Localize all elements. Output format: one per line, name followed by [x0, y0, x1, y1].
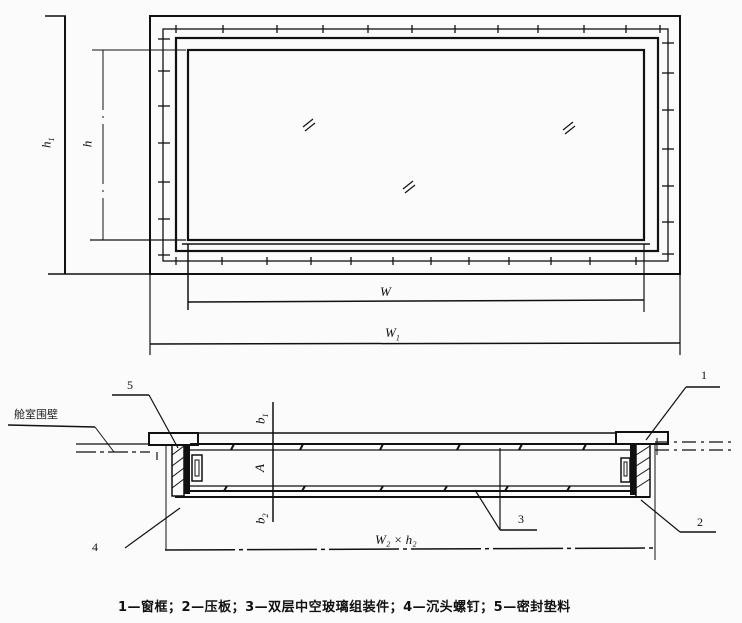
- callout-3: 3: [518, 512, 524, 526]
- callout-4: 4: [92, 540, 98, 554]
- dim-label-A: A: [252, 464, 268, 472]
- dim-label-W1: W1: [385, 325, 400, 343]
- dim-label-W: W: [380, 284, 391, 300]
- bulkhead-label: 舱室围壁: [14, 408, 58, 421]
- dim-label-b1: b1: [252, 414, 270, 425]
- dim-W1-sub: 1: [395, 333, 400, 343]
- dim-h1-letter: h: [38, 141, 54, 149]
- figure-caption: 1—窗框；2—压板；3—双层中空玻璃组装件；4—沉头螺钉；5—密封垫料: [118, 600, 571, 615]
- dim-h-letter: h: [79, 140, 95, 148]
- callout-5: 5: [127, 378, 133, 392]
- dim-h1-sub: 1: [47, 137, 57, 142]
- dim-label-h1: h1: [38, 138, 56, 149]
- dim-W1-letter: W: [385, 325, 396, 340]
- dim-b2-sub: 2: [261, 513, 271, 518]
- dim-b1-letter: b: [252, 417, 268, 425]
- dim-b1-sub: 1: [261, 413, 271, 418]
- dim-W-letter: W: [380, 284, 391, 299]
- dim-A-letter: A: [251, 464, 267, 472]
- dim-label-W2-h2: W₂ × h₂: [375, 532, 417, 547]
- dim-b2-letter: b: [252, 517, 268, 525]
- dim-label-b2: b2: [252, 514, 270, 525]
- dim-label-h: h: [79, 141, 95, 148]
- callout-2: 2: [697, 515, 703, 529]
- callout-1: 1: [701, 368, 707, 382]
